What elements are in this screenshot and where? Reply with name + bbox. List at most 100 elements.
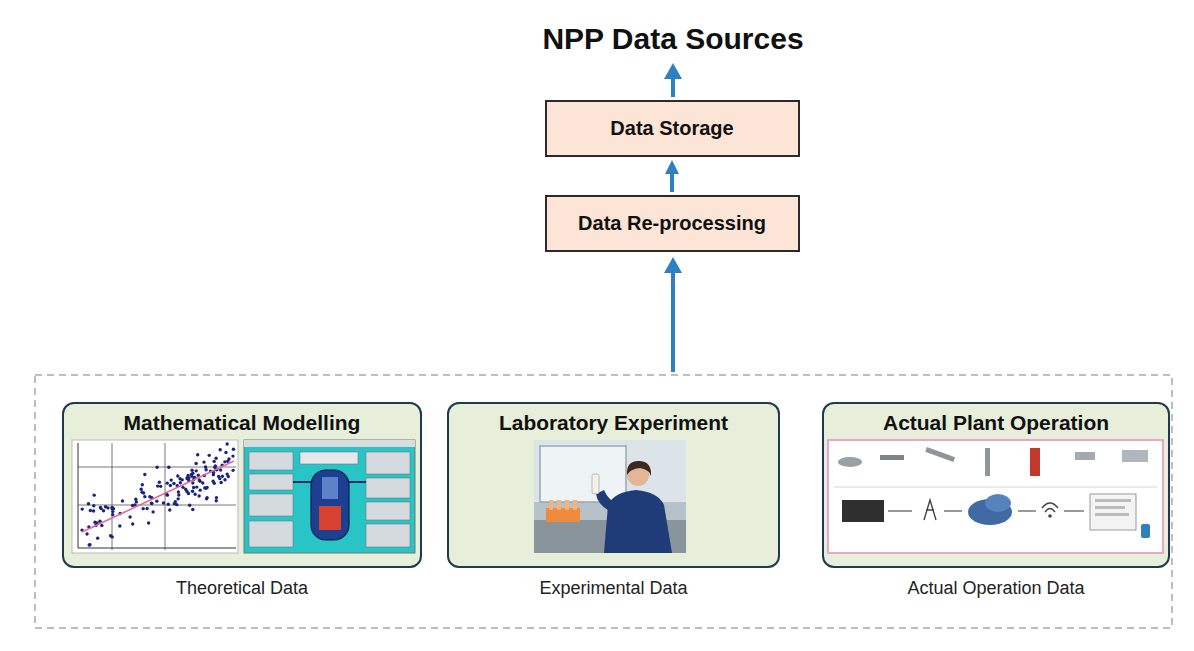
flow-arrow xyxy=(664,63,682,97)
screen-panel xyxy=(249,521,293,547)
data-point xyxy=(231,454,234,457)
box-heading: Mathematical Modelling xyxy=(64,404,420,435)
dashed-region xyxy=(35,375,1172,628)
link-line xyxy=(888,510,912,511)
data-point xyxy=(104,505,107,508)
data-point xyxy=(214,457,217,460)
data-point xyxy=(166,481,169,484)
data-point xyxy=(99,507,102,510)
data-point xyxy=(202,460,205,463)
antenna-icon xyxy=(924,500,936,520)
data-point xyxy=(141,507,144,510)
divider-line xyxy=(834,487,1157,488)
hair xyxy=(627,461,651,476)
data-point xyxy=(96,536,99,539)
data-point xyxy=(85,532,88,535)
data-point xyxy=(167,465,170,468)
data-point xyxy=(227,457,230,460)
data-point xyxy=(128,515,131,518)
box-heading: Actual Plant Operation xyxy=(824,404,1168,435)
data-point xyxy=(191,481,194,484)
grid-line xyxy=(78,505,236,506)
arrow-shaft xyxy=(671,270,675,372)
data-point xyxy=(93,520,96,523)
screen-panel xyxy=(366,502,410,520)
screen-panel xyxy=(366,478,410,498)
data-point xyxy=(232,447,235,450)
data-point xyxy=(162,501,165,504)
screen-ground xyxy=(244,440,415,553)
data-point xyxy=(192,486,195,489)
data-point xyxy=(204,465,207,468)
data-point xyxy=(219,468,222,471)
flow-arrow xyxy=(664,257,682,372)
data-point xyxy=(110,535,113,538)
data-point xyxy=(223,460,226,463)
data-point xyxy=(187,476,190,479)
laboratory-photo xyxy=(534,440,686,553)
data-point xyxy=(92,509,95,512)
source-box: Mathematical Modelling xyxy=(62,402,422,568)
data-point xyxy=(195,485,198,488)
data-point xyxy=(177,493,180,496)
tablet-icon xyxy=(1090,494,1136,530)
data-point xyxy=(224,451,227,454)
figure-ground xyxy=(828,440,1163,553)
screen-line xyxy=(1095,513,1129,516)
axis-line xyxy=(78,443,79,548)
tube xyxy=(565,500,569,510)
data-point xyxy=(155,466,158,469)
lab-wall xyxy=(534,440,686,502)
link-line xyxy=(1064,510,1084,511)
reactor-vessel xyxy=(311,470,349,540)
photo-ground xyxy=(534,440,686,553)
data-point xyxy=(141,483,144,486)
diagram-title: NPP Data Sources xyxy=(423,22,923,56)
data-point xyxy=(197,494,200,497)
data-point xyxy=(177,490,180,493)
source-box: Laboratory Experiment xyxy=(447,402,780,568)
data-point xyxy=(140,490,143,493)
data-point xyxy=(118,524,121,527)
data-point xyxy=(219,481,222,484)
screen-line xyxy=(1095,506,1125,509)
box-fill xyxy=(822,402,1170,568)
tube xyxy=(557,500,561,510)
data-type-label: Theoretical Data xyxy=(72,578,412,599)
sensor-icon xyxy=(1075,452,1095,460)
data-point xyxy=(150,502,153,505)
data-point xyxy=(168,508,171,511)
monitoring-system-figure xyxy=(828,440,1163,553)
data-point xyxy=(134,498,137,501)
data-point xyxy=(175,503,178,506)
data-point xyxy=(89,509,92,512)
data-point xyxy=(176,474,179,477)
data-point xyxy=(81,507,84,510)
data-point xyxy=(87,502,90,505)
data-point xyxy=(158,481,161,484)
datalogger xyxy=(842,500,884,522)
data-point xyxy=(131,522,134,525)
data-point xyxy=(179,481,182,484)
arrow-shaft xyxy=(671,76,675,97)
pipe-line xyxy=(293,481,312,483)
sensor-icon xyxy=(985,448,990,476)
data-point xyxy=(196,453,199,456)
link-line xyxy=(944,510,962,511)
data-point xyxy=(145,507,148,510)
sensor-icon xyxy=(1030,448,1040,476)
box-fill xyxy=(62,402,422,568)
data-point xyxy=(88,543,91,546)
data-point xyxy=(159,485,162,488)
data-point xyxy=(99,506,102,509)
screen-panel xyxy=(249,452,293,470)
data-point xyxy=(191,508,194,511)
sensor-icon xyxy=(925,447,955,462)
flow-arrow xyxy=(670,171,674,192)
data-point xyxy=(167,502,170,505)
data-point xyxy=(111,513,114,516)
reactor-core xyxy=(319,506,341,530)
data-point xyxy=(208,454,211,457)
data-point xyxy=(212,460,215,463)
data-point xyxy=(92,504,95,507)
